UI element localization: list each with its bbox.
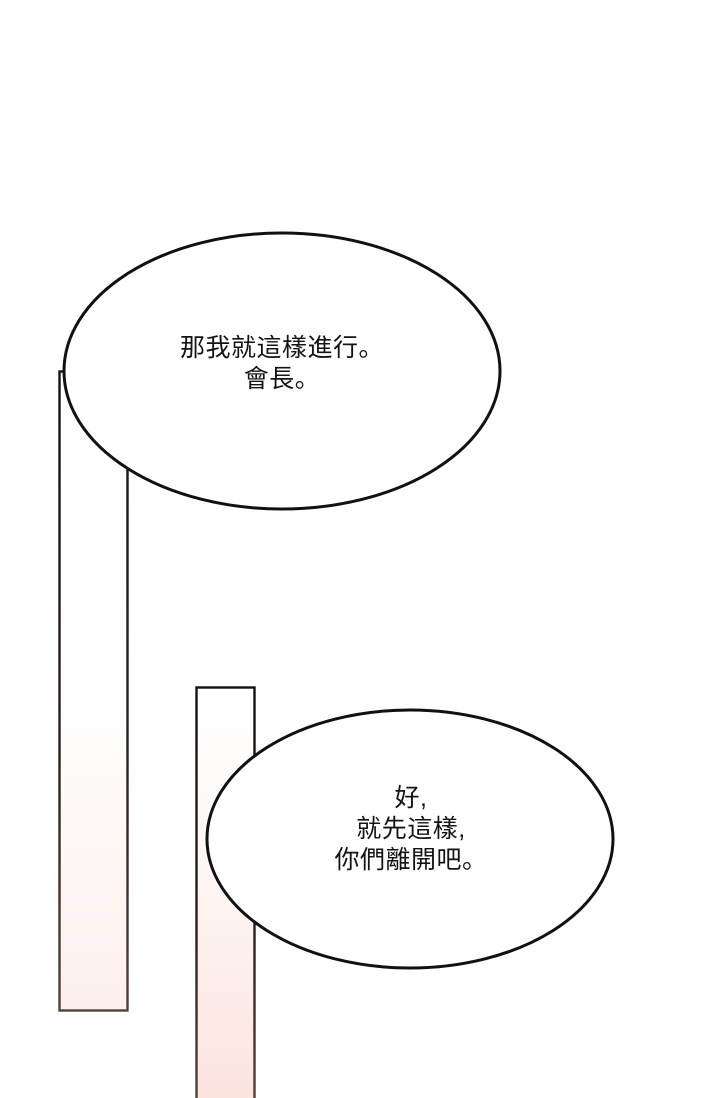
speech-bubble-1-text: 那我就這樣進行。 會長。 — [179, 334, 384, 393]
speech-bubble-1 — [62, 231, 502, 511]
speech-bubble-2 — [205, 708, 615, 970]
speech-bubble-2-text: 好, 就先這樣, 你們離開吧。 — [334, 784, 488, 874]
left-pillar — [58, 370, 129, 1012]
